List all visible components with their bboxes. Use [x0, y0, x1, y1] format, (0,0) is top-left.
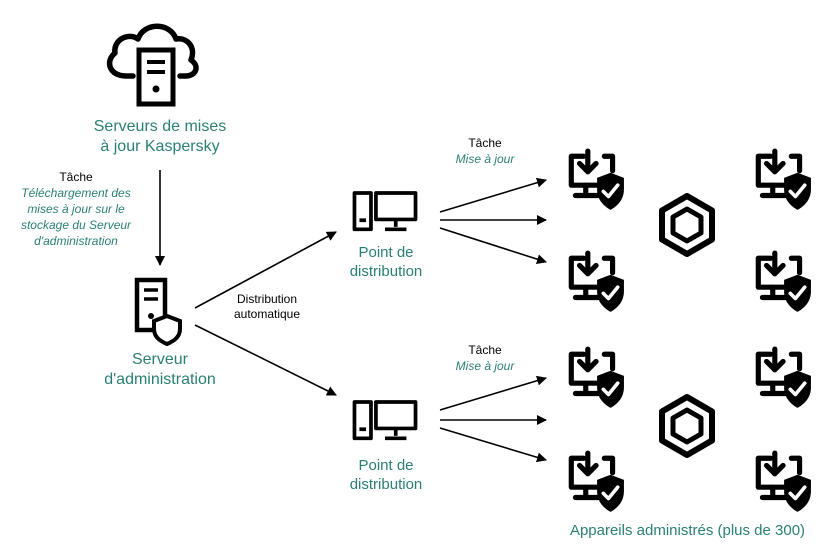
task-title: Tâche	[59, 170, 93, 184]
hexagon-icon	[662, 397, 712, 455]
distribution-point-top-label: Point de distribution	[330, 244, 442, 282]
managed-device-icon	[571, 151, 624, 210]
label-line: distribution	[349, 262, 423, 280]
kaspersky-servers-label: Serveurs de mises à jour Kaspersky	[60, 117, 260, 157]
label-line: Point de	[358, 457, 414, 474]
managed-device-icon	[571, 453, 624, 512]
managed-device-icon	[758, 349, 811, 408]
managed-devices-label: Appareils administrés (plus de 300)	[569, 522, 806, 539]
distribution-point-bottom-label: Point de distribution	[330, 457, 442, 495]
computer-icon	[352, 400, 418, 441]
label-line: distribution	[349, 475, 423, 493]
managed-device-icon	[758, 453, 811, 512]
admin-server-label: Serveur d'administration	[60, 350, 260, 390]
arrow-to-devices	[439, 375, 547, 411]
task-title: Tâche	[468, 343, 502, 357]
label-line: Serveurs de mises	[93, 118, 227, 135]
computer-icon	[352, 191, 418, 232]
task-name: Mise à jour	[455, 152, 515, 166]
managed-device-icon	[758, 151, 811, 210]
label-line: à jour Kaspersky	[100, 138, 220, 155]
arrow-to-devices	[439, 177, 547, 213]
cloud-server-icon	[106, 23, 199, 107]
update-task-top-label: Tâche Mise à jour	[440, 136, 530, 167]
managed-device-icon	[758, 253, 811, 312]
label-line: Point de	[358, 244, 414, 261]
hexagon-icon	[662, 196, 712, 254]
task-name-line: stockage du Serveur	[20, 218, 132, 232]
label-line: d'administration	[104, 371, 216, 388]
arrow-to-devices	[439, 427, 547, 463]
download-task-label: Tâche Téléchargement des mises à jour su…	[2, 170, 150, 249]
managed-device-icon	[571, 349, 624, 408]
task-name-line: mises à jour sur le	[27, 202, 125, 216]
arrow-to-devices	[439, 227, 547, 265]
managed-device-icon	[571, 253, 624, 312]
update-task-bottom-label: Tâche Mise à jour	[440, 343, 530, 374]
task-name-line: d'administration	[34, 234, 118, 248]
label-line: Distribution	[236, 292, 298, 306]
task-title: Tâche	[468, 136, 502, 150]
arrow-to-distribution-bottom	[194, 324, 337, 396]
label-line: automatique	[233, 307, 301, 321]
arrow-to-distribution-top	[194, 231, 337, 309]
server-shield-icon	[134, 277, 182, 347]
label-line: Serveur	[131, 351, 189, 368]
task-name-line: Téléchargement des	[21, 186, 131, 200]
auto-distribution-label: Distribution automatique	[222, 292, 312, 322]
task-name: Mise à jour	[455, 359, 515, 373]
